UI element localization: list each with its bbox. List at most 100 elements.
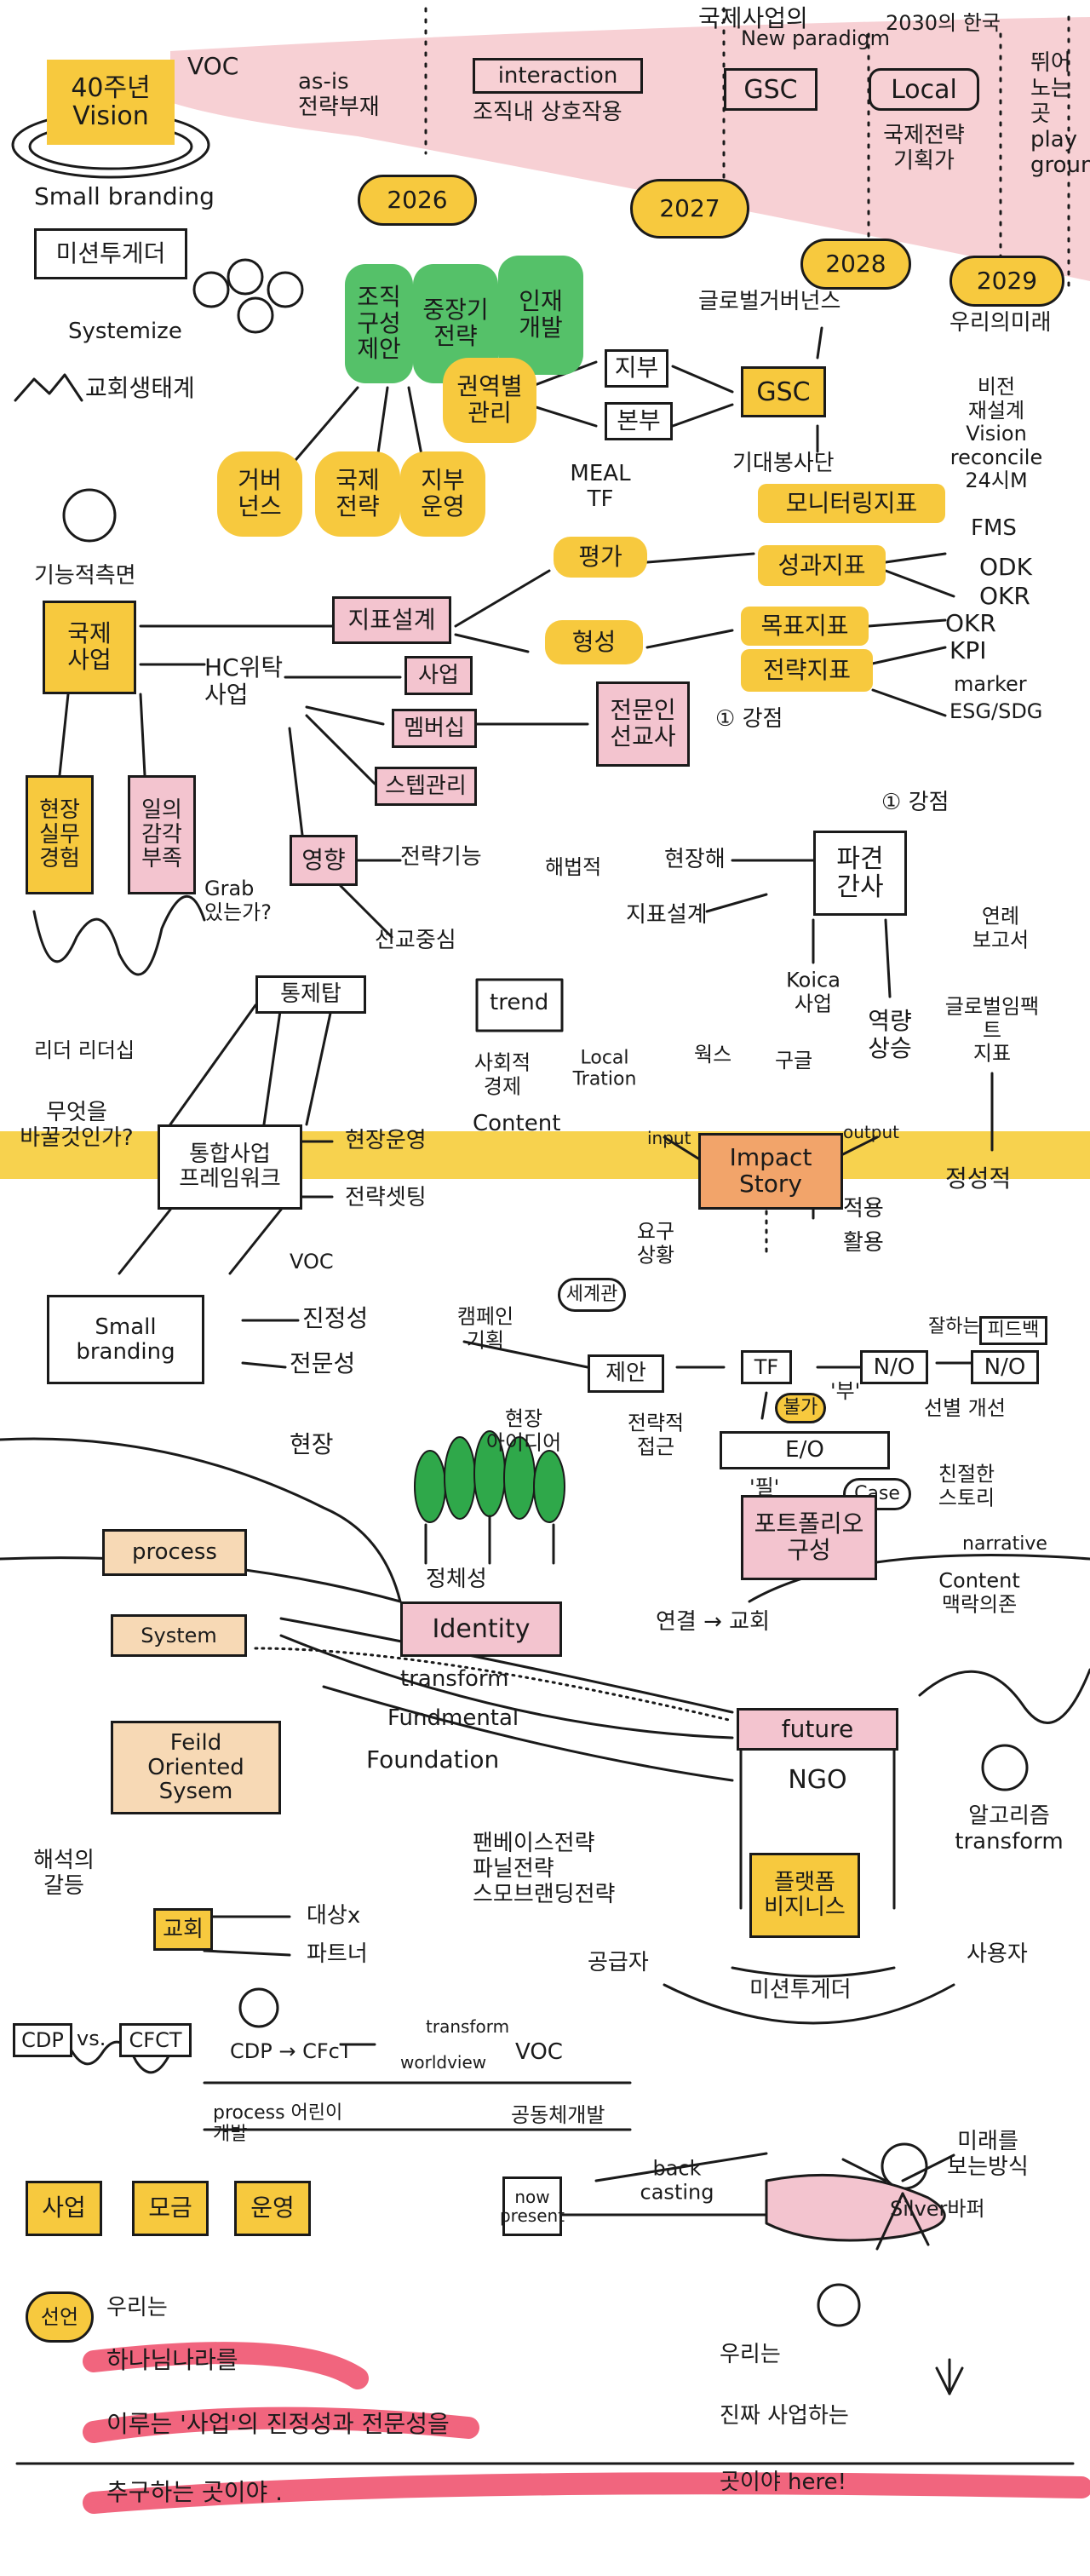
index-design-box: 지표설계: [332, 596, 451, 644]
eo-no-box: E/O: [720, 1431, 890, 1469]
sun-face: [62, 488, 117, 543]
strategic-function: 전략기능: [400, 844, 482, 870]
strategy-index: 전략지표: [741, 649, 873, 692]
timeline-band: [170, 17, 1090, 281]
expertise: 전문성: [290, 1349, 356, 1377]
control-tower-box: 통제탑: [255, 975, 366, 1014]
integrated-framework: 통합사업 프레임워크: [158, 1124, 302, 1210]
statement-3: 추구하는 곳이야 .: [106, 2478, 284, 2506]
monitoring-index: 모니터링지표: [758, 484, 945, 523]
statement-1: 하나님나라를: [106, 2346, 238, 2374]
koica: Koica 사업: [786, 968, 840, 1015]
gsc-box: GSC: [724, 68, 818, 111]
input-label: input: [647, 1128, 691, 1148]
future-box: future: [737, 1708, 898, 1751]
underline-2: [83, 2406, 479, 2443]
membership-box: 멤버십: [392, 709, 477, 748]
index-design-2: 지표설계: [626, 902, 708, 928]
vision-voc: VOC: [187, 52, 239, 80]
user: 사용자: [967, 1941, 1028, 1967]
trees: [414, 1430, 565, 1523]
demand: 요구 상황: [636, 1219, 675, 1267]
identity-content: Content 맥락의존: [938, 1568, 1020, 1616]
statement-4: 진짜 사업하는: [720, 2403, 849, 2429]
middle-content: Content: [473, 1111, 561, 1136]
mission-center: 선교중심: [375, 928, 456, 953]
vision-systemize: Systemize: [68, 319, 182, 344]
kpi: KPI: [949, 636, 987, 664]
partner: 파트너: [307, 1941, 368, 1967]
global-governance: 글로벌거버넌스: [698, 289, 841, 314]
dispatch-box: 파견 간사: [813, 831, 907, 916]
vision-redesign: 비전 재설계 Vision reconcile 24시M: [949, 375, 1043, 493]
leader: 리더 리더십: [34, 1038, 135, 1062]
foundation: Foundation: [366, 1745, 500, 1774]
process-box: process: [102, 1529, 247, 1576]
cdp-box: CDP: [13, 2023, 72, 2057]
cdp-flow: CDP → CFcT: [230, 2039, 353, 2063]
gsc-sub: 기대봉사단: [732, 451, 835, 476]
business-box: 사업: [404, 656, 473, 695]
meaning-sense-box: 일의 감각 부족: [128, 775, 196, 894]
tf-box: TF: [741, 1350, 792, 1384]
hc-outsourcing: HC위탁 사업: [204, 653, 284, 710]
output-label: output: [843, 1122, 899, 1142]
interpretation: 해법적: [545, 855, 602, 879]
field-work-box: 현장 실무 경험: [26, 775, 94, 894]
fundmental: Fundmental: [387, 1705, 519, 1731]
utilize: 활용: [843, 1230, 884, 1256]
annual-report: 연례 보고서: [972, 904, 1030, 952]
transform: transform: [400, 1666, 509, 1692]
bu: '부': [830, 1379, 861, 1403]
expert-missionary-box: 전문인 선교사: [596, 681, 690, 767]
underline-3: [83, 2472, 1090, 2514]
branding-voc: VOC: [290, 1250, 334, 1274]
fanbase: 팬베이스전략 파닐전략 스모브랜딩전략: [473, 1831, 616, 1907]
identity-box: Identity: [400, 1601, 562, 1657]
function-side: 기능적측면: [34, 563, 136, 589]
year-2027: 2027: [630, 179, 749, 239]
good: 잘하는: [928, 1316, 980, 1337]
okr-2: OKR: [945, 609, 996, 637]
community: 공동체개발: [511, 2103, 605, 2127]
worldview: worldview: [400, 2052, 487, 2073]
operation: 운영: [234, 2181, 311, 2236]
capacity: 역량 상승: [868, 1006, 912, 1062]
year-2029-sub: 우리의미래: [949, 310, 1052, 336]
church-ecosystem: 교회생태계: [85, 374, 195, 402]
selection: 선별 개선: [924, 1396, 1006, 1420]
apply: 적용: [843, 1196, 884, 1222]
we-are-1: 우리는: [106, 2295, 168, 2320]
statement-5: 곳이야 here!: [720, 2470, 847, 2495]
year-2029: 2029: [949, 256, 1064, 307]
region-mgmt: 권역별 관리: [443, 358, 536, 443]
gsc2-box: GSC: [741, 366, 826, 417]
timeline-asis: as-is 전략부재: [298, 69, 380, 120]
social-economy: 사회적 경제: [473, 1050, 531, 1098]
plan-item-org: 조직 구성 제안: [345, 264, 413, 383]
strategy-set: 전략셋팅: [345, 1185, 427, 1210]
back-casting: back casting: [640, 2156, 714, 2204]
narrative: narrative: [962, 1533, 1047, 1555]
field-idea: 현장 아이디어: [485, 1406, 562, 1454]
interaction-box: interaction: [473, 58, 643, 94]
local-sub: 국제전략 기획가: [883, 123, 965, 174]
portfolio-box: 포트폴리오 구성: [741, 1495, 877, 1580]
cfct-box: CFCT: [119, 2023, 192, 2057]
no-1: N/O: [860, 1350, 928, 1384]
statement-2: 이루는 '사업'의 진정성과 전문성을: [106, 2410, 450, 2438]
top-note-1: 국제사업의: [698, 4, 808, 32]
performance-index: 성과지표: [758, 545, 886, 586]
vs-label: vs.: [77, 2027, 106, 2050]
field-system-box: Feild Oriented Sysem: [111, 1721, 281, 1814]
goal-index: 목표지표: [741, 607, 869, 646]
marker: marker: [954, 672, 1027, 696]
local-box: Local: [869, 68, 979, 111]
feedback: 피드백: [979, 1316, 1047, 1345]
branding-field: 현장: [290, 1430, 334, 1458]
future-view: 미래를 보는방식: [947, 2129, 1029, 2180]
influence-box: 영향: [290, 835, 358, 886]
identity-word: 정체성: [426, 1567, 487, 1592]
google: 구글: [775, 1049, 813, 1072]
vision-small-branding: Small branding: [34, 182, 215, 210]
